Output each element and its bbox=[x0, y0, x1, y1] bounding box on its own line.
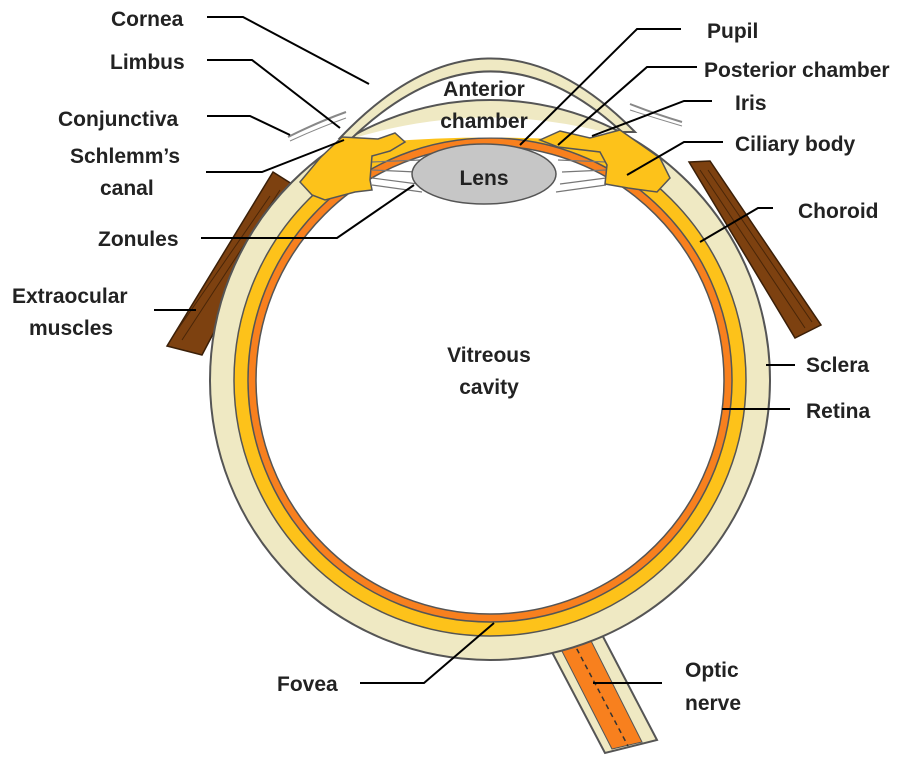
label-extraocular-muscles-line1: Extraocular bbox=[12, 285, 128, 308]
label-vitreous-cavity-line1: Vitreous bbox=[447, 344, 531, 367]
label-posterior-chamber: Posterior chamber bbox=[704, 59, 890, 82]
label-anterior-chamber-line1: Anterior bbox=[443, 78, 525, 101]
label-optic-nerve-line2: nerve bbox=[685, 692, 741, 715]
label-schlemms-canal-line1: Schlemm’s bbox=[70, 145, 180, 168]
label-pupil: Pupil bbox=[707, 20, 758, 43]
label-ciliary-body: Ciliary body bbox=[735, 133, 856, 156]
label-conjunctiva: Conjunctiva bbox=[58, 108, 178, 131]
label-cornea: Cornea bbox=[111, 8, 184, 31]
label-fovea: Fovea bbox=[277, 673, 338, 696]
label-extraocular-muscles-line2: muscles bbox=[29, 317, 113, 340]
label-lens: Lens bbox=[459, 167, 508, 190]
label-schlemms-canal-line2: canal bbox=[100, 177, 154, 200]
label-choroid: Choroid bbox=[798, 200, 878, 223]
conjunctiva-left-inner bbox=[290, 118, 346, 141]
leader-conjunctiva bbox=[207, 116, 290, 135]
label-optic-nerve-line1: Optic bbox=[685, 659, 739, 682]
label-limbus: Limbus bbox=[110, 51, 185, 74]
label-vitreous-cavity-line2: cavity bbox=[459, 376, 519, 399]
leader-limbus bbox=[207, 60, 340, 128]
label-anterior-chamber-line2: chamber bbox=[440, 110, 528, 133]
label-zonules: Zonules bbox=[98, 228, 179, 251]
leader-cornea bbox=[207, 17, 369, 84]
conjunctiva-left bbox=[288, 112, 346, 137]
label-sclera: Sclera bbox=[806, 354, 869, 377]
label-iris: Iris bbox=[735, 92, 767, 115]
label-retina: Retina bbox=[806, 400, 871, 423]
